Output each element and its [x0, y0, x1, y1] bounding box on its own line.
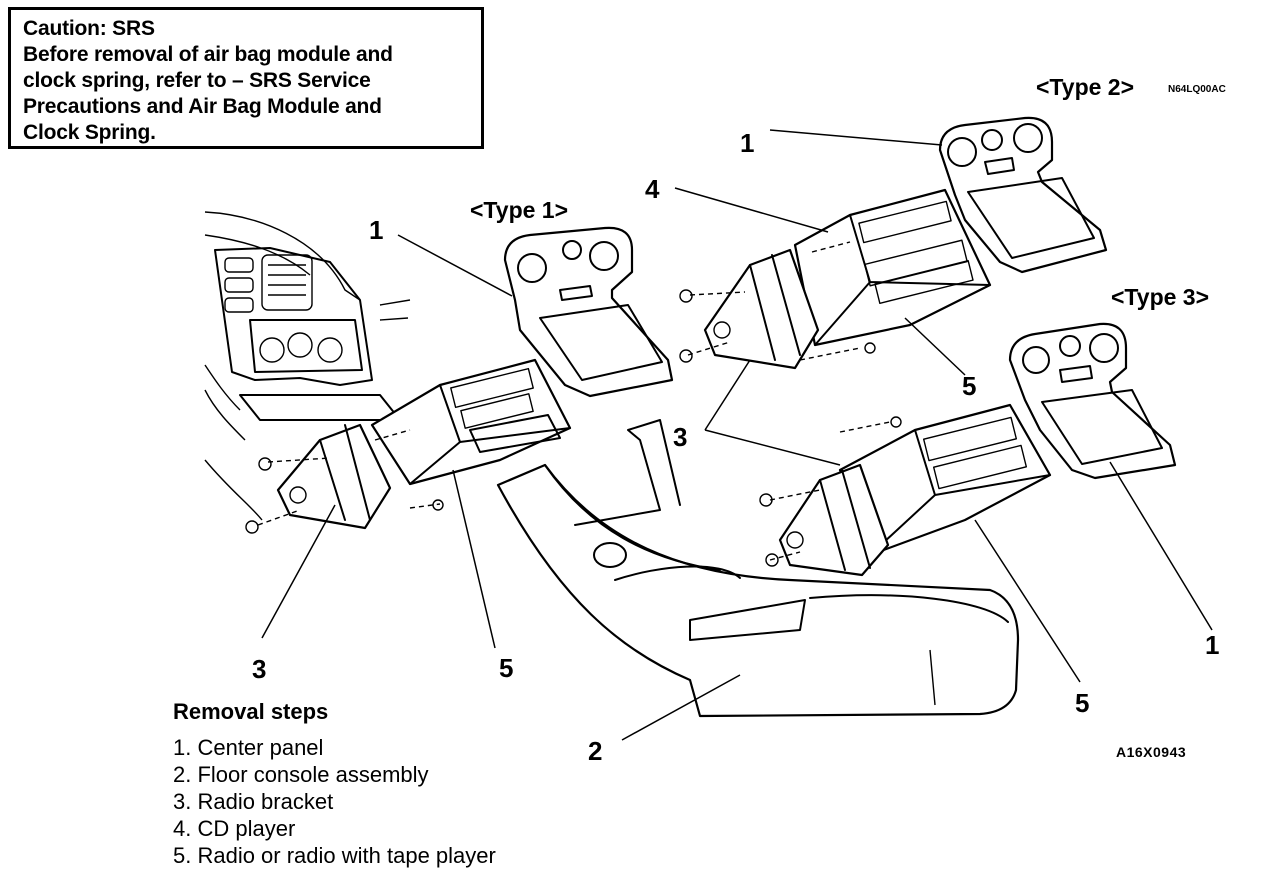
srs-caution-box: Caution: SRS Before removal of air bag m… [8, 7, 484, 149]
callout-4: 4 [645, 174, 660, 204]
type2-label: <Type 2> [1036, 74, 1135, 100]
type3-center-panel [1008, 322, 1177, 480]
type2-center-panel [938, 116, 1108, 274]
removal-step: 2. Floor console assembly [173, 762, 429, 787]
floor-console-drawing [496, 419, 1020, 718]
callout-1-type3: 1 [1205, 630, 1220, 660]
type2-code: N64LQ00AC [1168, 84, 1226, 95]
callout-3-right: 3 [673, 422, 688, 452]
caution-line: Precautions and Air Bag Module and [23, 95, 382, 118]
type3-radio-assembly [759, 403, 1052, 577]
removal-steps-list: 1. Center panel 2. Floor console assembl… [173, 734, 496, 869]
type3-label: <Type 3> [1111, 284, 1210, 310]
callout-5-type3: 5 [1075, 688, 1090, 718]
callout-3-left: 3 [252, 654, 267, 684]
caution-line: Before removal of air bag module and [23, 43, 393, 66]
leader-lines [261, 129, 1213, 741]
dashboard-outline [204, 211, 411, 521]
callout-2: 2 [588, 736, 603, 766]
type1-center-panel [503, 226, 674, 398]
callout-1-type1: 1 [369, 215, 384, 245]
removal-step: 1. Center panel [173, 735, 324, 760]
caution-line: Caution: SRS [23, 17, 155, 40]
type1-label: <Type 1> [470, 197, 569, 223]
caution-line: clock spring, refer to – SRS Service [23, 69, 371, 92]
removal-step: 3. Radio bracket [173, 789, 334, 814]
type2-cd-radio-assembly [679, 188, 992, 370]
callout-1-type2: 1 [740, 128, 755, 158]
callout-5-type2: 5 [962, 371, 977, 401]
caution-line: Clock Spring. [23, 121, 156, 144]
figure-id: A16X0943 [1116, 744, 1187, 760]
removal-step: 4. CD player [173, 816, 296, 841]
removal-step: 5. Radio or radio with tape player [173, 843, 496, 868]
callout-5-left: 5 [499, 653, 514, 683]
removal-steps-title: Removal steps [173, 699, 329, 724]
type1-radio-assembly [245, 358, 572, 534]
